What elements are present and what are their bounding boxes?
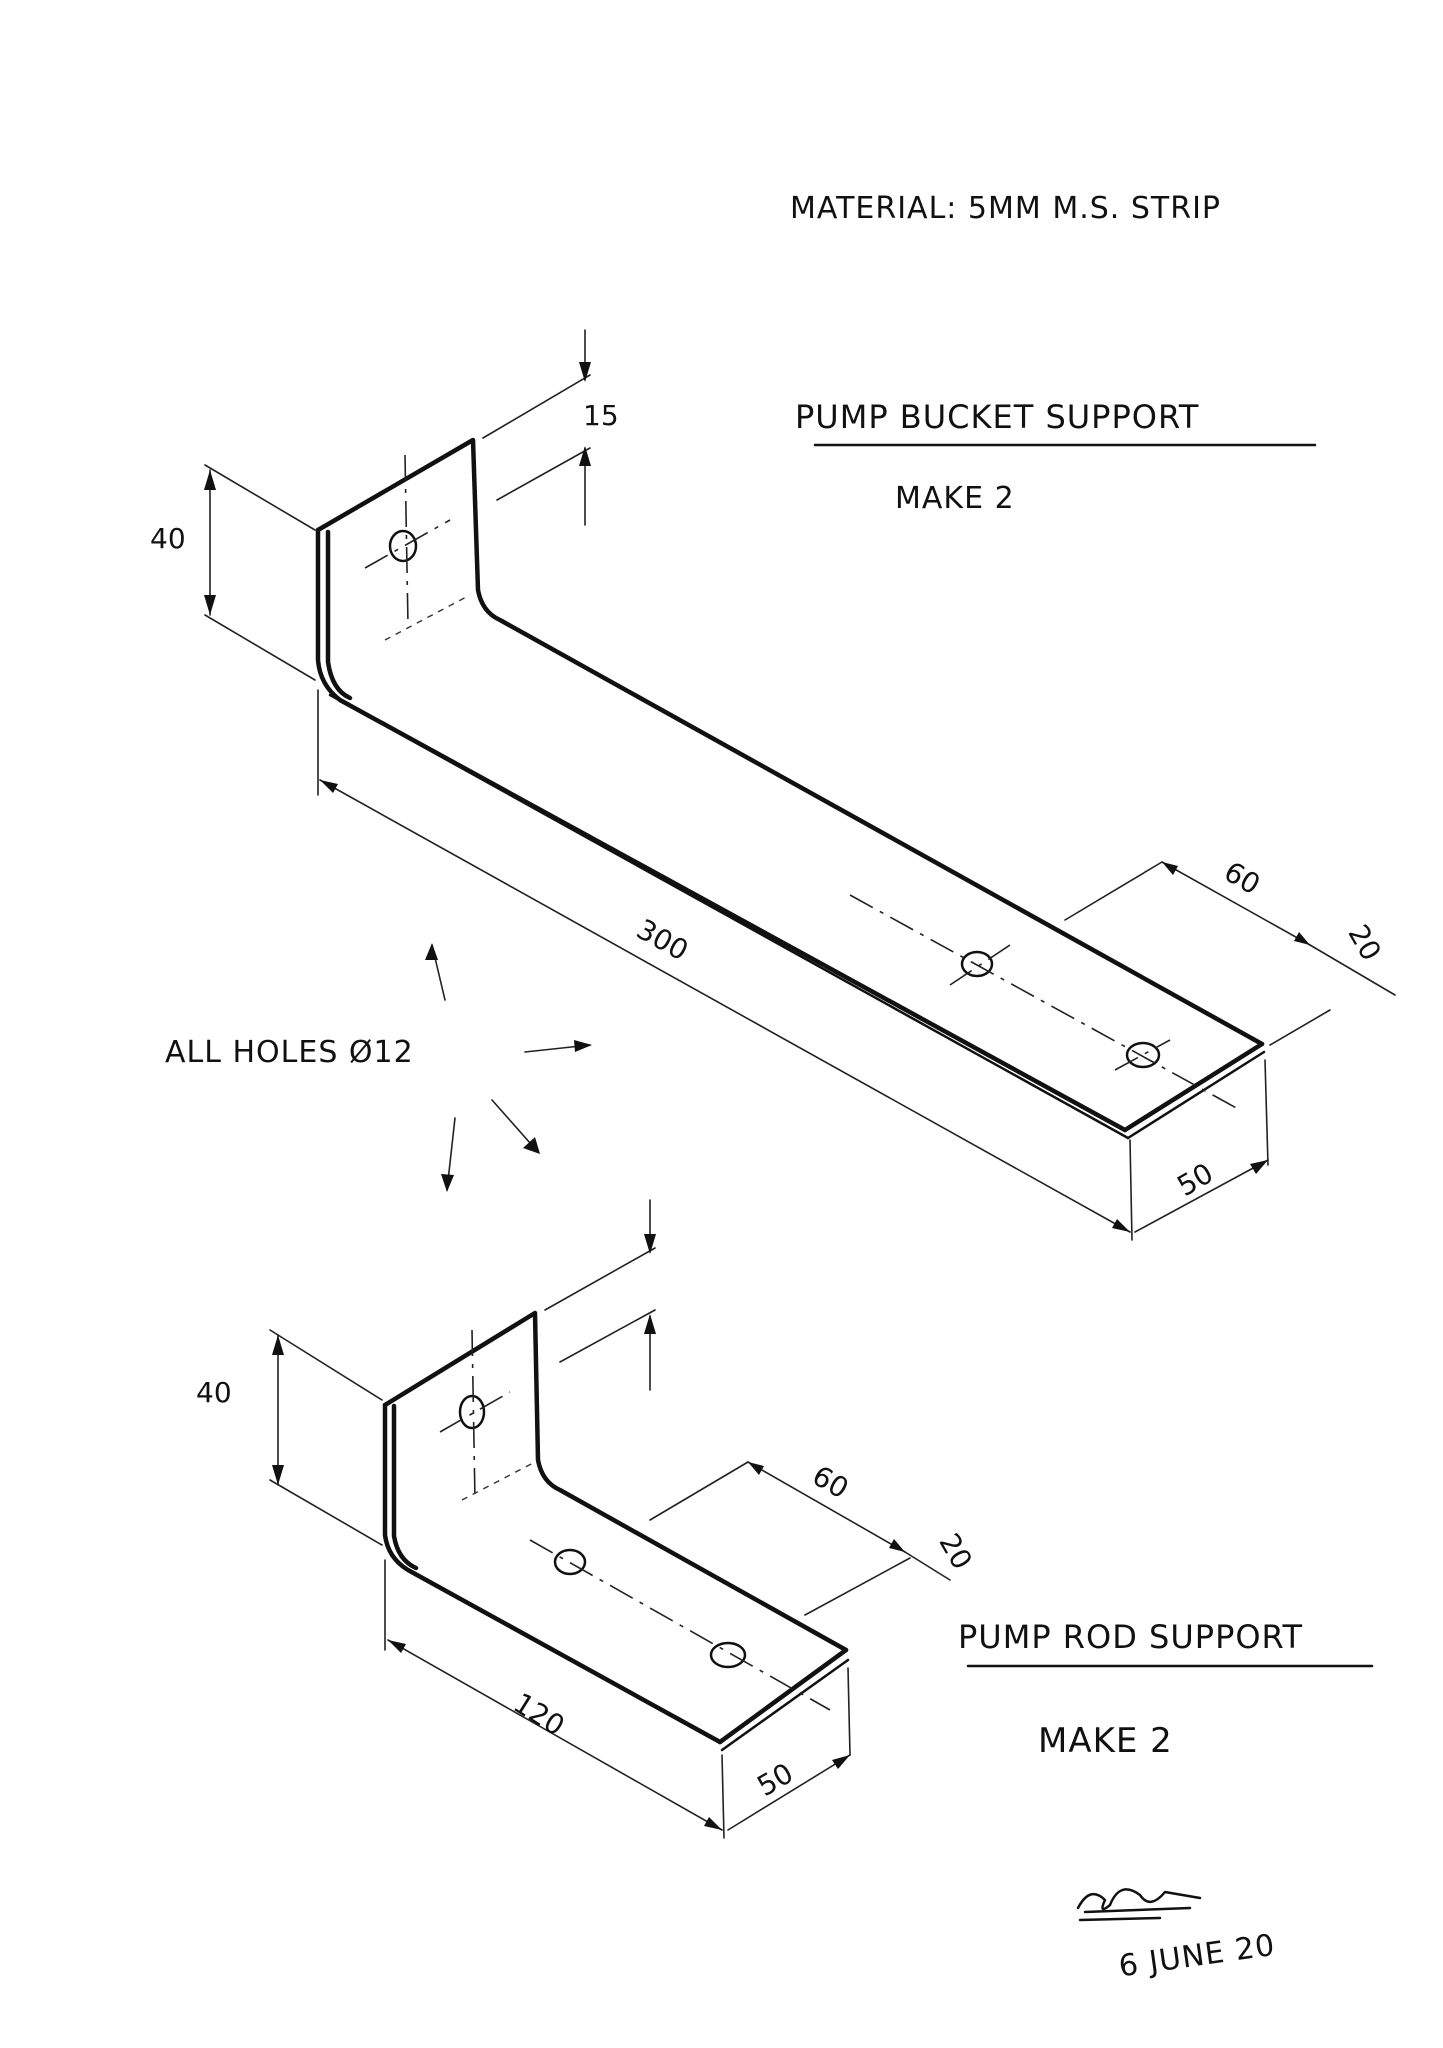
part2-dim-20-ext xyxy=(804,1557,911,1616)
part1-dim-15-arrowhead-bottom xyxy=(579,446,591,466)
part2-dim-20-line xyxy=(904,1551,951,1581)
part2-centerline-tab-h xyxy=(439,1391,511,1433)
part1-quantity: MAKE 2 xyxy=(895,481,1015,516)
part1-dim-20-line xyxy=(1309,944,1396,996)
part1-dim-50-line xyxy=(1134,1159,1269,1233)
part1-dim-300-arrowhead-right xyxy=(1112,1219,1130,1232)
part1-dim-300-arrowhead-left xyxy=(320,780,338,793)
part1-dim-40-arrowhead-top xyxy=(204,470,216,490)
part2-tab-front-edge xyxy=(382,1402,723,1745)
part1-dim-50-label: 50 xyxy=(1172,1156,1219,1202)
part2-drawing: 40 120 60 20 50 xyxy=(196,1199,979,1839)
holes-note-arrowhead-down-right xyxy=(523,1137,540,1154)
holes-note-arrowhead-up xyxy=(425,943,438,960)
part2-dim-tab-ext-bottom xyxy=(559,1309,656,1363)
part2-dim-120-ext-right xyxy=(721,1754,725,1839)
part2-dim-50-line xyxy=(727,1754,851,1831)
part1-centerline-tab-v xyxy=(404,454,409,626)
part1-centerline-hole-mid xyxy=(949,944,1011,986)
part1-tab-outline xyxy=(315,437,1265,1047)
part1-dim-60-line xyxy=(1161,861,1311,946)
part1-dim-300-line xyxy=(319,779,1131,1233)
part2-hole-end xyxy=(709,1641,747,1669)
part1-hole-tab xyxy=(388,529,418,563)
part1-drawing: 15 40 300 60 20 50 xyxy=(150,329,1396,1241)
holes-note: ALL HOLES Ø12 xyxy=(165,943,592,1192)
part1-centerline-base xyxy=(849,894,1241,1111)
part2-dim-50-arrowhead-right xyxy=(832,1755,850,1769)
part1-dim-40-ext-top xyxy=(204,464,316,531)
part1-dim-15-ext-bottom xyxy=(496,447,591,501)
part2-title: PUMP ROD SUPPORT xyxy=(958,1618,1303,1656)
part1-dim-60-arrowhead-left xyxy=(1162,862,1178,875)
part1-dim-50-ext xyxy=(1264,1059,1269,1166)
part2-base-inner-edge xyxy=(391,1403,419,1571)
part2-base-bottom-edge xyxy=(720,1658,850,1752)
signature-scribble xyxy=(1076,1888,1202,1922)
part2-dim-120-line xyxy=(387,1639,723,1831)
part1-dim-60-ext xyxy=(1064,861,1163,921)
part2-dim-tab-ext-top xyxy=(544,1247,656,1311)
part2-dim-40-ext-top xyxy=(269,1329,383,1401)
part2-dim-20-label: 20 xyxy=(932,1528,978,1575)
part1-dim-300-ext-right xyxy=(1129,1139,1133,1241)
part1-dim-20-label: 20 xyxy=(1341,919,1387,966)
part2-dim-40-arrowhead-bottom xyxy=(272,1465,284,1485)
part1-hole-end xyxy=(1125,1041,1161,1069)
part2-dim-40-label: 40 xyxy=(196,1376,232,1409)
holes-note-arrowhead-right xyxy=(574,1040,592,1052)
part1-hidden-line xyxy=(384,594,471,641)
part2-hole-tab xyxy=(458,1394,486,1430)
part1-dim-60-label: 60 xyxy=(1219,855,1266,901)
part2-centerline-tab-v xyxy=(471,1329,476,1501)
part2-dim-120-label: 120 xyxy=(508,1686,571,1742)
part1-dim-20-ext xyxy=(1269,1009,1331,1046)
part2-dim-tab-arrowhead-top xyxy=(644,1234,656,1254)
part1-dim-15-ext-top xyxy=(482,374,591,439)
part2-dim-60-label: 60 xyxy=(807,1459,854,1505)
part2-dim-50-label: 50 xyxy=(752,1756,799,1802)
holes-note-text: ALL HOLES Ø12 xyxy=(165,1035,414,1070)
part2-dim-60-ext xyxy=(649,1461,749,1521)
part2-tab-outline xyxy=(382,1310,849,1653)
part2-hidden-line xyxy=(461,1461,536,1501)
part1-dim-40-arrowhead-bottom xyxy=(204,595,216,615)
part1-hole-mid xyxy=(960,950,994,978)
part2-dim-60-arrowhead-left xyxy=(748,1462,764,1475)
signature-date: 6 JUNE 20 xyxy=(1117,1928,1278,1985)
part1-centerline-hole-end xyxy=(1114,1039,1171,1071)
part1-base-bottom-edge xyxy=(1126,1050,1266,1140)
part2-dim-40-ext-bottom xyxy=(269,1479,383,1546)
part1-title: PUMP BUCKET SUPPORT xyxy=(795,398,1199,436)
part2-dim-40-arrowhead-top xyxy=(272,1335,284,1355)
part1-dim-40-ext-bottom xyxy=(204,614,316,681)
part1-dim-15-arrowhead-top xyxy=(579,362,591,382)
part2-dim-50-ext xyxy=(847,1667,851,1756)
part2-dim-120-arrowhead-left xyxy=(388,1640,406,1653)
part1-front-underside xyxy=(328,693,1130,1140)
part1-tab-front-edge xyxy=(315,527,1128,1133)
part2-dim-tab-arrowhead-bottom xyxy=(644,1314,656,1334)
signature-block: 6 JUNE 20 xyxy=(1076,1888,1278,1985)
part1-dim-15-label: 15 xyxy=(583,399,619,432)
holes-note-arrowhead-down xyxy=(441,1174,454,1192)
material-note: MATERIAL: 5MM M.S. STRIP xyxy=(790,191,1221,226)
part1-dim-40-label: 40 xyxy=(150,522,186,555)
part2-centerline-base xyxy=(529,1539,831,1711)
part2-quantity: MAKE 2 xyxy=(1038,1721,1173,1761)
part2-dim-20-arrowhead xyxy=(889,1539,905,1552)
part1-dim-50-arrowhead-right xyxy=(1250,1160,1268,1174)
part1-base-inner-edge xyxy=(325,529,353,701)
part2-hole-mid xyxy=(553,1548,587,1576)
part1-base-end xyxy=(1122,1041,1265,1133)
part2-base-end xyxy=(717,1647,849,1745)
part1-dim-20-arrowhead xyxy=(1294,932,1310,945)
part2-title-block: PUMP ROD SUPPORT MAKE 2 xyxy=(958,1618,1374,1761)
part1-centerline-tab-h xyxy=(364,519,451,569)
part1-title-block: PUMP BUCKET SUPPORT MAKE 2 xyxy=(795,398,1317,516)
part2-dim-60-line xyxy=(747,1461,906,1553)
part2-dim-120-arrowhead-right xyxy=(704,1817,722,1830)
